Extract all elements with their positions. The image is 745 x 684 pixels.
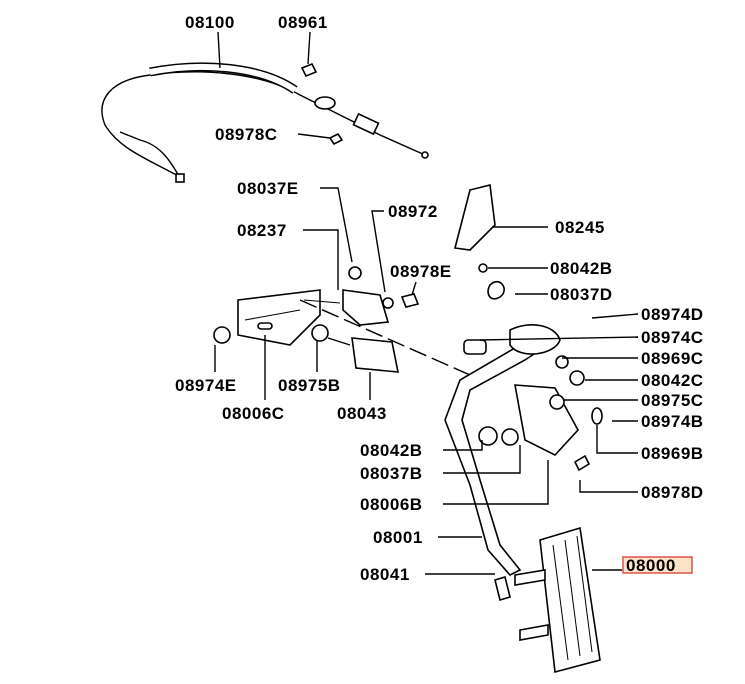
part-label-08042B-mid[interactable]: 08042B (360, 441, 423, 460)
selected-part-highlight (622, 556, 693, 574)
part-label-08041[interactable]: 08041 (360, 565, 410, 584)
part-label-08974C[interactable]: 08974C (641, 328, 704, 347)
part-label-08978D[interactable]: 08978D (641, 483, 704, 502)
part-label-08974D[interactable]: 08974D (641, 305, 704, 324)
part-label-08978E[interactable]: 08978E (390, 262, 452, 281)
part-label-08975B[interactable]: 08975B (278, 376, 341, 395)
part-label-08006C[interactable]: 08006C (222, 404, 285, 423)
part-label-08042C[interactable]: 08042C (641, 371, 704, 390)
part-label-08974E[interactable]: 08974E (175, 376, 237, 395)
part-label-08972[interactable]: 08972 (388, 202, 438, 221)
part-label-08043[interactable]: 08043 (337, 404, 387, 423)
part-label-08975C[interactable]: 08975C (641, 391, 704, 410)
part-label-08037D[interactable]: 08037D (550, 285, 613, 304)
part-label-08037E[interactable]: 08037E (237, 179, 299, 198)
part-label-08969C[interactable]: 08969C (641, 349, 704, 368)
part-label-08974B[interactable]: 08974B (641, 412, 704, 431)
part-label-08961[interactable]: 08961 (278, 13, 328, 32)
part-label-08978C[interactable]: 08978C (215, 125, 278, 144)
part-label-08042B-top[interactable]: 08042B (550, 259, 613, 278)
part-label-08000[interactable]: 08000 (626, 556, 676, 575)
leader-lines (214, 31, 639, 575)
pedal-arm-drawing (299, 184, 603, 674)
part-label-08006B[interactable]: 08006B (360, 495, 423, 514)
part-label-08037B[interactable]: 08037B (360, 464, 423, 483)
part-label-08001[interactable]: 08001 (373, 528, 423, 547)
bracket-drawing (213, 266, 420, 373)
part-labels: 08100 08961 08978C 08037E 08972 08245 08… (175, 13, 704, 584)
part-label-08237[interactable]: 08237 (237, 221, 287, 240)
part-label-08969B[interactable]: 08969B (641, 444, 704, 463)
part-label-08245[interactable]: 08245 (555, 218, 605, 237)
part-label-08100[interactable]: 08100 (185, 13, 235, 32)
accelerator-cable-drawing (101, 62, 429, 183)
